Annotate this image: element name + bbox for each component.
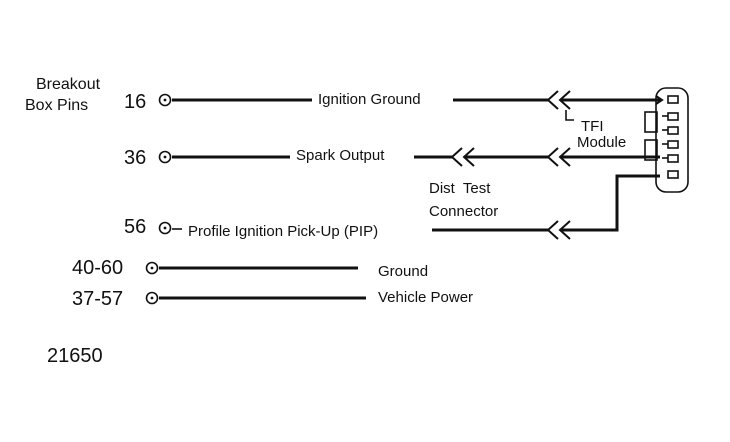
pin-number-56: 56 [124, 216, 146, 238]
pin-label-36: Spark Output [296, 147, 385, 164]
module-label-line-2: Module [577, 134, 626, 151]
header-line-2: Box Pins [25, 97, 88, 114]
header-line-1: Breakout [36, 76, 101, 93]
module-pin-slots [667, 95, 679, 179]
pin-number-36: 36 [124, 147, 146, 169]
pin-row-56: 56 Profile Ignition Pick-Up (PIP) [124, 174, 660, 240]
module-latch-bottom [644, 139, 658, 161]
terminal-56 [158, 221, 172, 235]
pin-number-37-57: 37-57 [72, 288, 123, 310]
pin-number-40-60: 40-60 [72, 257, 123, 279]
pin-label-56: Profile Ignition Pick-Up (PIP) [188, 223, 378, 240]
tfi-module-connector [644, 87, 689, 193]
terminal-37-57 [145, 291, 159, 305]
module-latch-top [644, 111, 658, 133]
pin-row-36: 36 Spark Output [124, 147, 660, 169]
pin-row-40-60: 40-60 Ground [72, 257, 428, 280]
module-label-line-1: TFI [581, 118, 604, 135]
terminal-36 [158, 150, 172, 164]
terminal-40-60 [145, 261, 159, 275]
figure-number: 21650 [47, 345, 103, 367]
pin-row-16: 16 Ignition Ground [124, 90, 664, 113]
pin-label-40-60: Ground [378, 263, 428, 280]
wire-56-right [560, 174, 660, 232]
connector-label-line-2: Connector [429, 203, 498, 220]
pin-row-37-57: 37-57 Vehicle Power [72, 288, 473, 310]
pin-label-16: Ignition Ground [318, 91, 421, 108]
pin-number-16: 16 [124, 91, 146, 113]
connector-label-line-1: Dist Test [429, 180, 491, 197]
pin-label-37-57: Vehicle Power [378, 289, 473, 306]
terminal-16 [158, 93, 172, 107]
